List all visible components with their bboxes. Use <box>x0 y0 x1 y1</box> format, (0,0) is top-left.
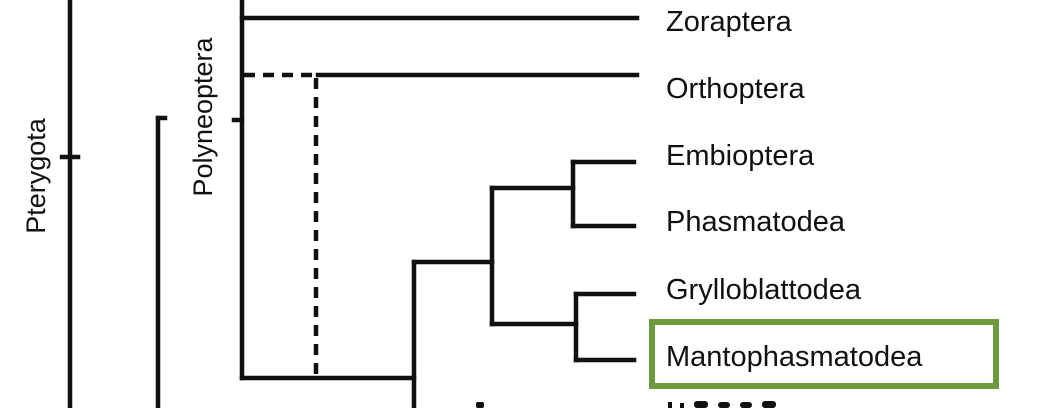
highlight-box <box>649 319 999 389</box>
taxon-grylloblattodea: Grylloblattodea <box>666 274 862 306</box>
dashed-branches <box>244 72 319 376</box>
taxon-mantophasmatodea: Mantophasmatodea <box>666 341 923 373</box>
taxon-orthoptera: Orthoptera <box>666 73 805 105</box>
cutoff-next-label-fragment <box>476 401 776 408</box>
pterygota-label: Pterygota <box>21 117 51 234</box>
branches <box>59 0 640 408</box>
taxon-phasmatodea: Phasmatodea <box>666 206 846 238</box>
taxon-embioptera: Embioptera <box>666 140 815 172</box>
taxon-zoraptera: Zoraptera <box>666 6 793 38</box>
polyneoptera-label: Polyneoptera <box>188 36 218 196</box>
